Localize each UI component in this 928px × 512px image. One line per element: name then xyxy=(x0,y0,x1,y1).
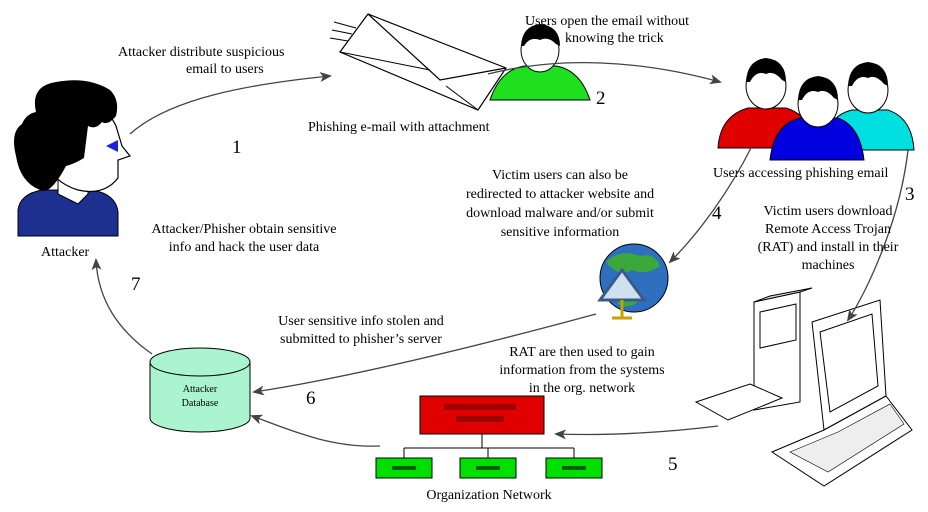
envelope-icon xyxy=(329,13,507,111)
org-network-label: Organization Network xyxy=(426,488,551,503)
users-label: Users accessing phishing email xyxy=(713,166,888,181)
attacker-icon xyxy=(14,80,132,237)
step-number-6: 6 xyxy=(306,388,316,409)
step-6-line-1: User sensitive info stolen and xyxy=(278,314,444,329)
step-4-line-3: download malware and/or submit xyxy=(466,206,654,221)
step-4-line-4: sensitive information xyxy=(501,225,620,240)
step-3-line-4: machines xyxy=(802,258,855,273)
step-4-line-1: Victim users can also be xyxy=(492,168,628,183)
step-4-line-2: redirected to attacker website and xyxy=(466,187,654,202)
step-5-description: RAT are then used to gain information fr… xyxy=(499,345,664,396)
arrow-step-5 xyxy=(554,425,719,440)
step-2-line-2: knowing the trick xyxy=(565,31,664,46)
step-number-7: 7 xyxy=(131,274,141,295)
arrow-step-5b xyxy=(250,414,381,447)
step-6-description: User sensitive info stolen and submitted… xyxy=(278,314,444,347)
database-icon xyxy=(149,347,251,433)
step-1-line-1: Attacker distribute suspicious xyxy=(118,45,284,60)
user-figure-green xyxy=(489,24,591,101)
step-4-description: Victim users can also be redirected to a… xyxy=(466,168,654,240)
step-3-line-2: Remote Access Trojan xyxy=(765,222,891,237)
step-7-description: Attacker/Phisher obtain sensitive info a… xyxy=(151,222,336,255)
attacker-label: Attacker xyxy=(41,245,90,260)
step-number-2: 2 xyxy=(596,88,606,109)
step-3-line-1: Victim users download xyxy=(763,204,892,219)
computer-icon xyxy=(694,287,913,487)
step-5-line-2: information from the systems xyxy=(499,363,664,378)
arrow-step-3 xyxy=(846,149,909,322)
step-3-line-3: (RAT) and install in their xyxy=(758,240,899,255)
database-label-line2: Database xyxy=(182,398,219,409)
user-figure-blue xyxy=(769,76,865,161)
step-7-line-2: info and hack the user data xyxy=(169,240,320,255)
step-number-1: 1 xyxy=(232,137,242,158)
step-5-line-1: RAT are then used to gain xyxy=(509,345,655,360)
step-7-line-1: Attacker/Phisher obtain sensitive xyxy=(151,222,336,237)
users-group-icon xyxy=(489,24,915,161)
step-number-4: 4 xyxy=(712,203,722,224)
globe-website-icon xyxy=(597,243,669,320)
database-label-line1: Attacker xyxy=(183,384,218,395)
step-6-line-2: submitted to phisher’s server xyxy=(280,332,442,347)
step-number-5: 5 xyxy=(668,454,678,475)
step-3-description: Victim users download Remote Access Troj… xyxy=(758,204,899,273)
org-server xyxy=(419,395,545,435)
arrow-step-6 xyxy=(252,313,597,396)
arrow-step-7 xyxy=(91,258,153,355)
step-5-line-3: in the org. network xyxy=(529,381,635,396)
step-2-line-1: Users open the email without xyxy=(525,14,689,29)
step-1-description: Attacker distribute suspicious email to … xyxy=(118,45,284,77)
step-1-line-2: email to users xyxy=(186,62,264,77)
step-number-3: 3 xyxy=(905,184,915,205)
arrow-step-1 xyxy=(129,72,332,135)
flow-arrows xyxy=(91,62,909,447)
attacker-eye xyxy=(106,140,118,152)
org-network-icon xyxy=(375,395,603,479)
arrow-step-4 xyxy=(668,145,753,264)
arrow-step-2 xyxy=(487,62,722,85)
step-2-description: Users open the email without knowing the… xyxy=(525,14,689,46)
phishing-email-label: Phishing e-mail with attachment xyxy=(308,120,490,135)
